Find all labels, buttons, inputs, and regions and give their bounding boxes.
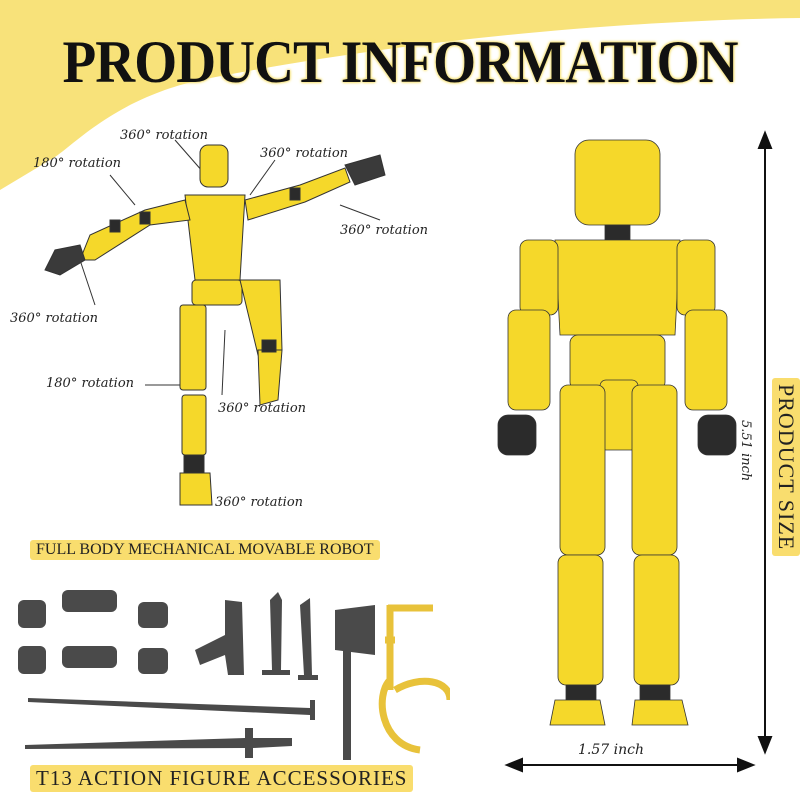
page-title: PRODUCT INFORMATION bbox=[62, 29, 738, 95]
accessories-banner: T13 ACTION FIGURE ACCESSORIES bbox=[30, 765, 414, 792]
rotation-label-right-wrist: 360° rotation bbox=[340, 223, 429, 238]
rotation-label-left-shoulder: 180° rotation bbox=[33, 156, 122, 171]
height-dimension: 5.51 inch bbox=[738, 420, 753, 482]
rotation-label-ankle: 360° rotation bbox=[215, 495, 304, 510]
accessories-illustration bbox=[18, 590, 450, 760]
standing-figure-illustration bbox=[497, 139, 737, 726]
spare-hands bbox=[18, 590, 168, 674]
product-size-banner: PRODUCT SIZE bbox=[772, 378, 800, 557]
rotation-label-knee: 180° rotation bbox=[46, 376, 135, 391]
rotation-label-neck: 360° rotation bbox=[120, 128, 209, 143]
rotation-label-left-wrist: 360° rotation bbox=[10, 311, 99, 326]
body-banner: FULL BODY MECHANICAL MOVABLE ROBOT bbox=[30, 540, 380, 560]
rotation-label-leg: 360° rotation bbox=[218, 401, 307, 416]
rotation-label-right-shoulder: 360° rotation bbox=[260, 146, 349, 161]
width-dimension: 1.57 inch bbox=[578, 742, 644, 758]
posed-figure-illustration bbox=[44, 139, 386, 506]
